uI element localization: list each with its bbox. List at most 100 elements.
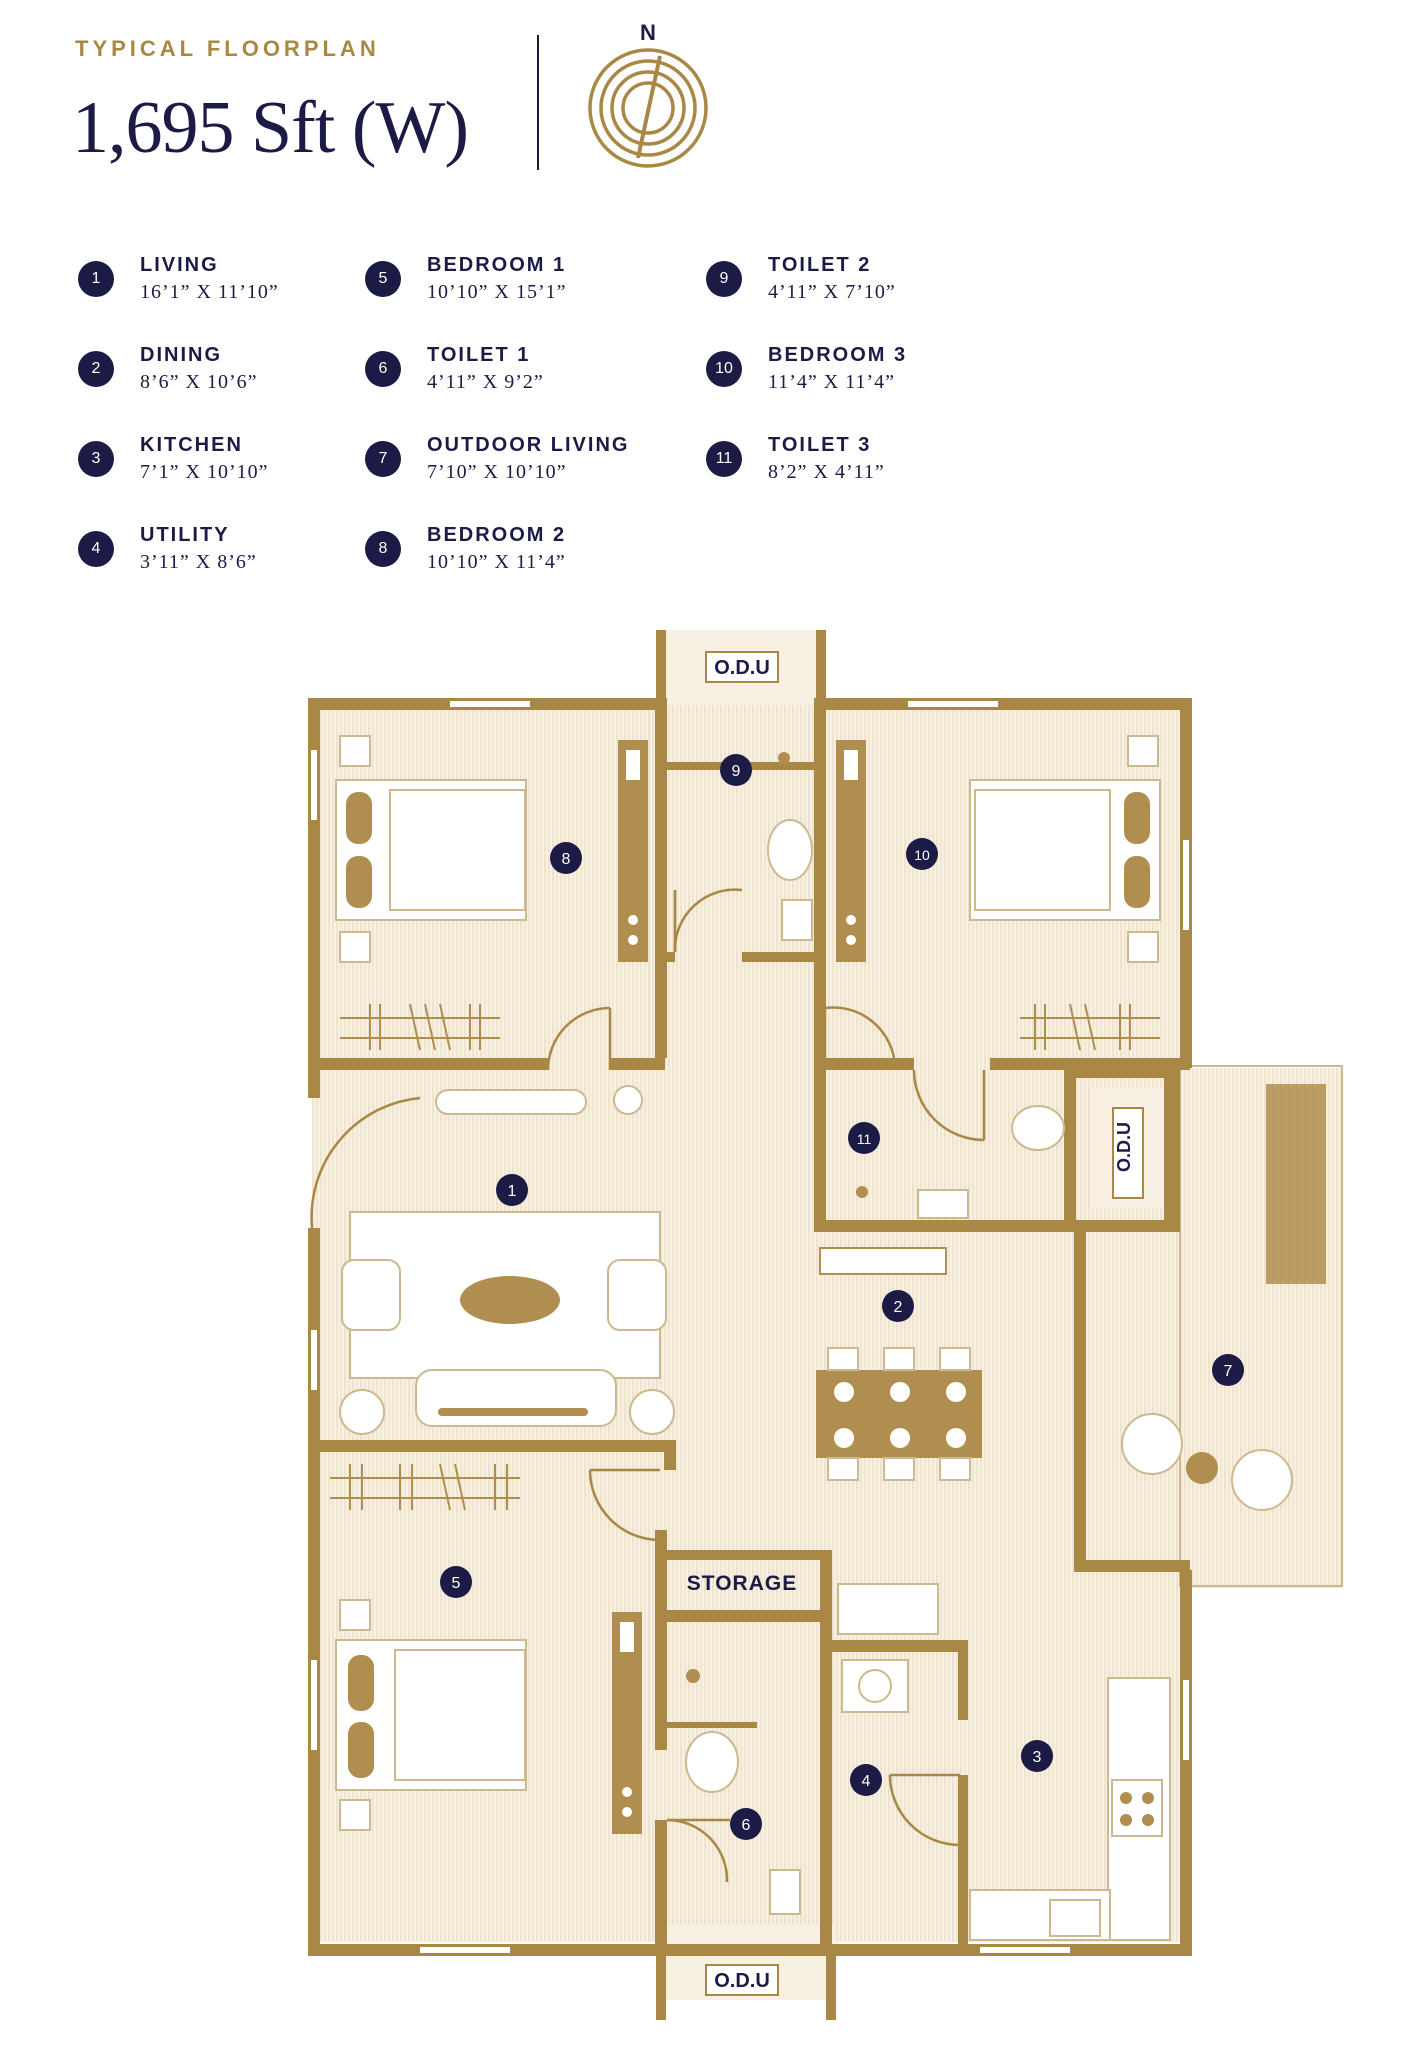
legend-room-dims: 3’11” X 8’6”	[140, 551, 257, 573]
bed-icon	[969, 735, 1161, 963]
legend-number: 6	[365, 351, 401, 387]
room-marker-8: 8	[550, 842, 582, 874]
legend-item-living: 1 LIVING 16’1” X 11’10”	[78, 252, 279, 306]
doors	[310, 888, 986, 1883]
room-marker-1: 1	[496, 1174, 528, 1206]
kitchen-counter-icon	[837, 1583, 1171, 1941]
room-marker-label: 1	[508, 1183, 517, 1200]
toilet-icon	[685, 1669, 801, 1915]
legend-room-dims: 16’1” X 11’10”	[140, 281, 279, 303]
room-marker-7: 7	[1212, 1354, 1244, 1386]
legend-room-dims: 8’2” X 4’11”	[768, 461, 885, 483]
tv-unit-icon	[618, 740, 648, 962]
legend-room-name: OUTDOOR LIVING	[427, 434, 630, 456]
odu-label: O.D.U	[714, 1970, 770, 1992]
legend-item-toilet-1: 6 TOILET 1 4’11” X 9’2”	[365, 342, 544, 396]
legend-item-outdoor-living: 7 OUTDOOR LIVING 7’10” X 10’10”	[365, 432, 629, 486]
legend-number: 9	[706, 261, 742, 297]
header-divider	[537, 35, 539, 170]
compass-north-label: N	[640, 20, 656, 45]
room-marker-label: 6	[742, 1817, 751, 1834]
room-marker-label: 11	[857, 1131, 872, 1147]
windows	[311, 701, 1189, 1953]
legend-room-name: LIVING	[140, 254, 219, 276]
odu-label: O.D.U	[1114, 1122, 1134, 1172]
odu-unit-top: O.D.U	[705, 651, 779, 683]
room-legend: 1 LIVING 16’1” X 11’10” 2 DINING 8’6” X 10…	[0, 0, 1421, 600]
room-marker-11: 11	[848, 1122, 880, 1154]
legend-room-name: BEDROOM 1	[427, 254, 567, 276]
room-marker-label: 3	[1033, 1749, 1042, 1766]
legend-room-dims: 10’10” X 11’4”	[427, 551, 566, 573]
dining-table-icon	[816, 1247, 982, 1481]
legend-room-name: KITCHEN	[140, 434, 243, 456]
legend-number: 10	[706, 351, 742, 387]
legend-item-bedroom-2: 8 BEDROOM 2 10’10” X 11’4”	[365, 522, 566, 576]
toilet-icon	[856, 1105, 1065, 1219]
room-marker-label: 4	[862, 1773, 871, 1790]
outdoor-seating-icon	[1121, 1084, 1326, 1511]
tv-unit-icon	[836, 740, 866, 962]
toilet-icon	[767, 752, 813, 941]
legend-room-name: DINING	[140, 344, 222, 366]
bed-icon	[335, 735, 527, 963]
room-marker-6: 6	[730, 1808, 762, 1840]
odu-unit-right: O.D.U	[1112, 1107, 1144, 1199]
room-marker-2: 2	[882, 1290, 914, 1322]
room-marker-4: 4	[850, 1764, 882, 1796]
tv-unit-icon	[612, 1612, 642, 1834]
outdoor-railing	[1179, 1065, 1343, 1587]
legend-item-bedroom-3: 10 BEDROOM 3 11’4” X 11’4”	[706, 342, 907, 396]
legend-room-dims: 8’6” X 10’6”	[140, 371, 258, 393]
room-marker-label: 9	[732, 763, 741, 780]
room-marker-3: 3	[1021, 1740, 1053, 1772]
storage-label: STORAGE	[687, 1572, 797, 1595]
odu-label: O.D.U	[714, 657, 770, 679]
legend-number: 1	[78, 261, 114, 297]
room-marker-9: 9	[720, 754, 752, 786]
legend-number: 2	[78, 351, 114, 387]
bed-icon	[335, 1599, 527, 1831]
legend-room-name: TOILET 1	[427, 344, 531, 366]
legend-room-dims: 7’10” X 10’10”	[427, 461, 567, 483]
legend-room-name: TOILET 2	[768, 254, 872, 276]
room-marker-label: 2	[894, 1299, 903, 1316]
plan-eyebrow: TYPICAL FLOORPLAN	[75, 36, 380, 61]
room-marker-label: 5	[452, 1575, 461, 1592]
legend-item-toilet-2: 9 TOILET 2 4’11” X 7’10”	[706, 252, 896, 306]
legend-item-toilet-3: 11 TOILET 3 8’2” X 4’11”	[706, 432, 885, 486]
room-marker-label: 10	[914, 847, 930, 863]
legend-room-name: BEDROOM 2	[427, 524, 567, 546]
legend-room-dims: 4’11” X 7’10”	[768, 281, 896, 303]
wardrobe-icon	[330, 1463, 520, 1511]
odu-unit-bottom: O.D.U	[705, 1964, 779, 1996]
wardrobe-icon	[1020, 1003, 1160, 1051]
wardrobe-icon	[340, 1003, 500, 1051]
legend-item-utility: 4 UTILITY 3’11” X 8’6”	[78, 522, 257, 576]
floor-plan: O.D.U O.D.U O.D.U STORAGE	[308, 630, 1343, 2020]
legend-room-dims: 4’11” X 9’2”	[427, 371, 544, 393]
compass-icon: N	[588, 20, 708, 168]
furniture	[330, 735, 1326, 1941]
room-marker-label: 8	[562, 851, 571, 868]
legend-number: 8	[365, 531, 401, 567]
legend-item-kitchen: 3 KITCHEN 7’1” X 10’10”	[78, 432, 269, 486]
legend-number: 5	[365, 261, 401, 297]
room-marker-label: 7	[1224, 1363, 1233, 1380]
legend-room-name: BEDROOM 3	[768, 344, 908, 366]
legend-room-name: TOILET 3	[768, 434, 872, 456]
legend-room-dims: 11’4” X 11’4”	[768, 371, 896, 393]
legend-number: 3	[78, 441, 114, 477]
legend-room-name: UTILITY	[140, 524, 230, 546]
legend-number: 7	[365, 441, 401, 477]
legend-number: 11	[706, 441, 742, 477]
page-title: 1,695 Sft (W)	[72, 87, 469, 169]
sofa-set-icon	[339, 1085, 675, 1435]
legend-item-dining: 2 DINING 8’6” X 10’6”	[78, 342, 258, 396]
room-marker-5: 5	[440, 1566, 472, 1598]
room-marker-10: 10	[906, 838, 938, 870]
legend-number: 4	[78, 531, 114, 567]
room-markers: 1 2 3 4 5 6 7 8 9 10 11	[440, 754, 1244, 1840]
legend-room-dims: 7’1” X 10’10”	[140, 461, 269, 483]
